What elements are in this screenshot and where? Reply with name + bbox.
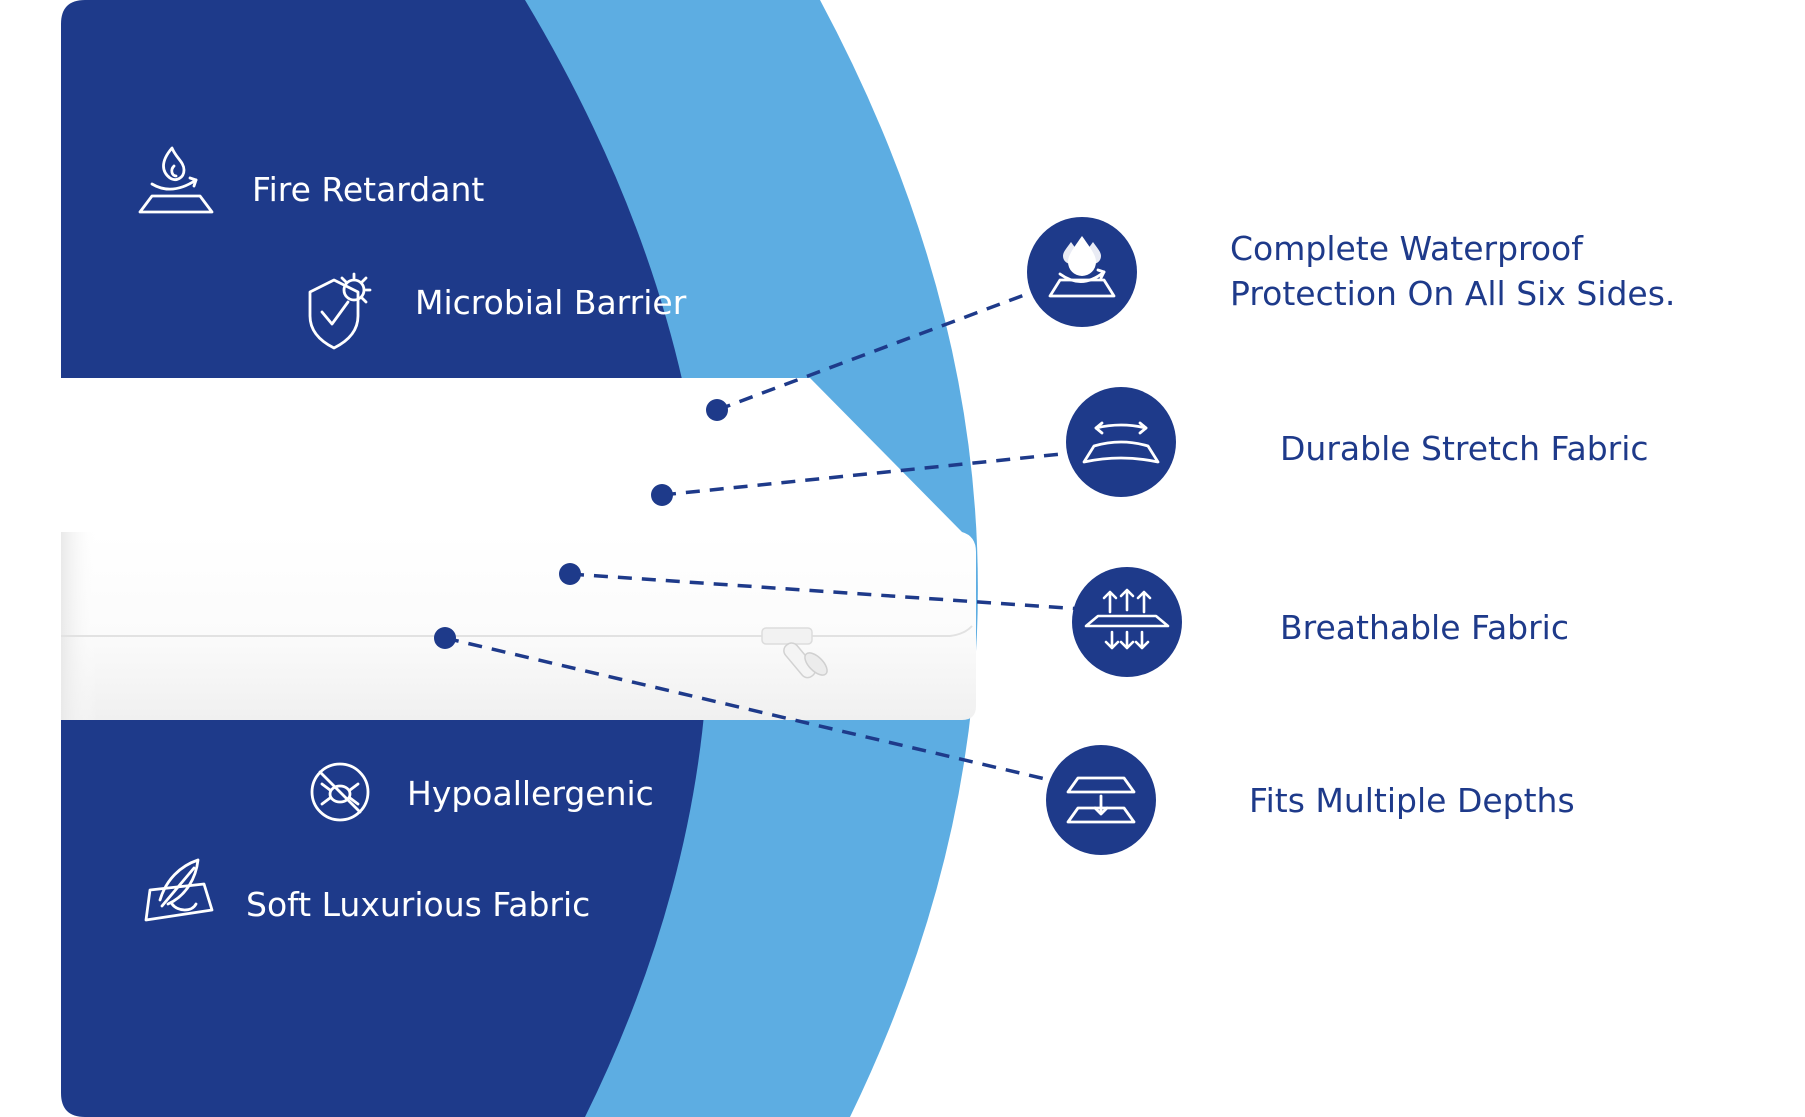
- dot-breathable: [559, 563, 581, 585]
- feature-label-breathable: Breathable Fabric: [1280, 605, 1569, 650]
- shield-check-icon: [308, 272, 372, 350]
- feature-label-hypoallergenic: Hypoallergenic: [407, 774, 654, 813]
- connector-lines: [444, 271, 1126, 795]
- stretch-fabric-icon: [1066, 387, 1176, 497]
- feature-label-soft-luxurious-fabric: Soft Luxurious Fabric: [246, 885, 591, 924]
- feature-label-depths: Fits Multiple Depths: [1249, 778, 1575, 823]
- feature-label-depths-line1: Fits Multiple Depths: [1249, 781, 1575, 820]
- mattress-side-shade: [61, 532, 261, 720]
- feature-label-stretch-line1: Durable Stretch Fabric: [1280, 429, 1649, 468]
- connector-depths: [444, 636, 1106, 795]
- no-mite-icon: [310, 762, 370, 822]
- multiple-depths-icon: [1046, 745, 1156, 855]
- feature-label-fire-retardant: Fire Retardant: [252, 170, 485, 209]
- dot-waterproof: [706, 399, 728, 421]
- feature-label-waterproof-line1: Complete Waterproof: [1230, 229, 1583, 268]
- waterproof-drop-icon: [1027, 217, 1137, 327]
- connector-breathable: [569, 572, 1126, 614]
- dot-stretch: [651, 484, 673, 506]
- mattress-seam: [61, 625, 973, 637]
- feature-label-breathable-line1: Breathable Fabric: [1280, 608, 1569, 647]
- feature-label-waterproof-line2: Protection On All Six Sides.: [1230, 274, 1676, 313]
- mattress-top: [61, 378, 962, 532]
- dot-depths: [434, 627, 456, 649]
- feather-icon: [144, 858, 214, 922]
- connector-stretch: [661, 446, 1121, 497]
- feature-label-waterproof: Complete Waterproof Protection On All Si…: [1230, 226, 1675, 316]
- breathable-arrows-icon: [1072, 567, 1182, 677]
- mattress-side: [61, 532, 976, 720]
- connector-waterproof: [716, 271, 1084, 412]
- feature-label-stretch: Durable Stretch Fabric: [1280, 426, 1649, 471]
- feature-label-microbial-barrier: Microbial Barrier: [415, 283, 687, 322]
- zipper-icon: [761, 627, 828, 679]
- fire-retardant-icon: [138, 146, 214, 214]
